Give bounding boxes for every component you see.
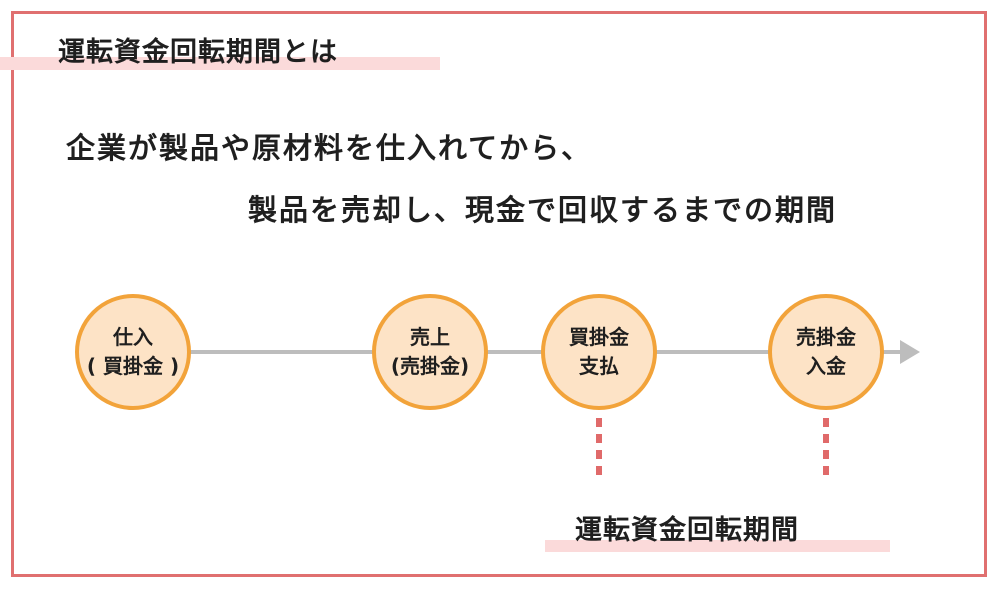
node-label-line-1: 仕入 bbox=[113, 325, 153, 349]
node-label-line-1: 売掛金 bbox=[796, 325, 856, 349]
node-label-line-2: (売掛金) bbox=[390, 354, 470, 378]
period-start-marker bbox=[596, 418, 602, 482]
node-payables-payment: 買掛金 支払 bbox=[541, 294, 657, 410]
node-label-line-1: 買掛金 bbox=[569, 325, 629, 349]
border-frame bbox=[11, 11, 987, 577]
arrow-right-icon bbox=[900, 340, 920, 364]
description-line-1: 企業が製品や原材料を仕入れてから、 bbox=[66, 131, 593, 165]
node-purchase: 仕入 ( 買掛金 ) bbox=[75, 294, 191, 410]
node-label-line-2: 入金 bbox=[806, 354, 846, 378]
node-receivables-collection: 売掛金 入金 bbox=[768, 294, 884, 410]
node-sales: 売上 (売掛金) bbox=[372, 294, 488, 410]
title-underline-highlight bbox=[0, 57, 440, 70]
description-line-2: 製品を売却し、現金で回収するまでの期間 bbox=[248, 193, 838, 227]
node-label-line-2: ( 買掛金 ) bbox=[86, 354, 180, 378]
node-label-line-2: 支払 bbox=[579, 354, 619, 378]
timeline-line bbox=[120, 350, 910, 354]
page-title: 運転資金回転期間とは bbox=[58, 37, 338, 68]
period-underline-highlight bbox=[545, 540, 890, 552]
period-end-marker bbox=[823, 418, 829, 482]
period-label: 運転資金回転期間 bbox=[575, 515, 799, 546]
node-label-line-1: 売上 bbox=[410, 325, 450, 349]
